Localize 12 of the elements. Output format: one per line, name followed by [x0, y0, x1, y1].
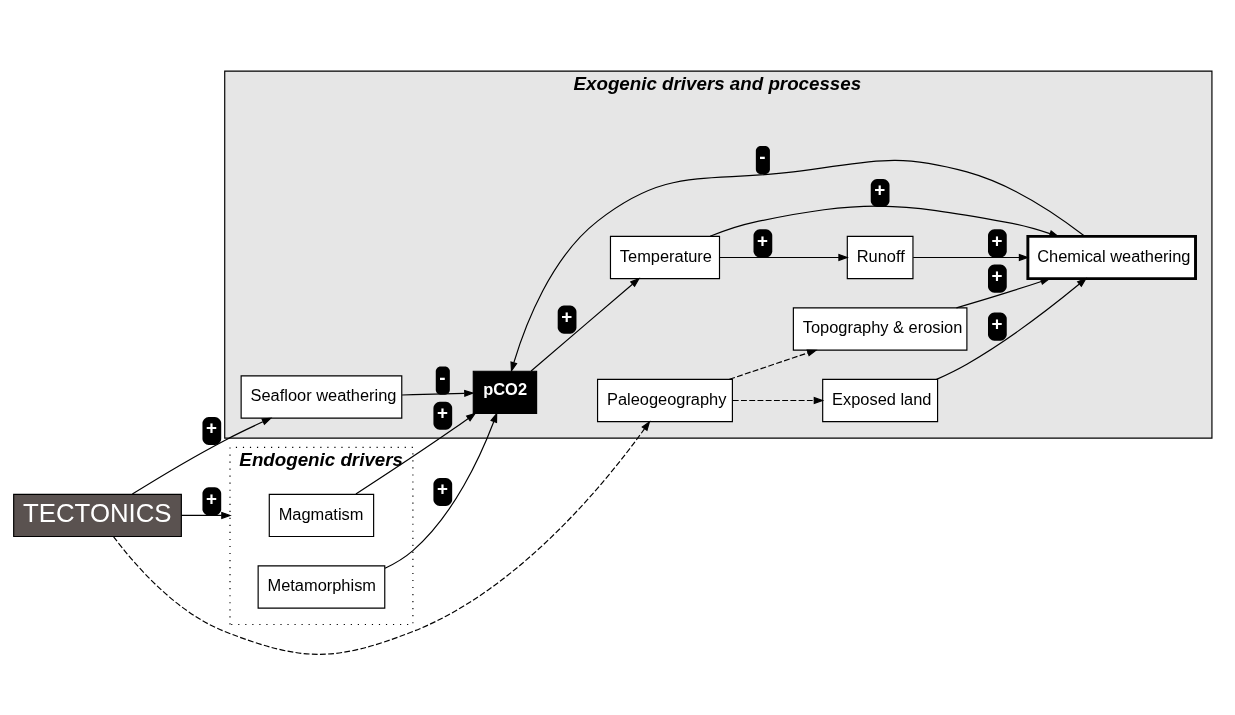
- edge-label: +: [436, 477, 448, 499]
- edge-label: +: [991, 264, 1003, 286]
- edge-label: -: [439, 366, 446, 388]
- edge-label: +: [561, 305, 573, 327]
- edge-label: +: [991, 312, 1003, 334]
- edge-label: -: [759, 145, 766, 167]
- edge-label: +: [436, 401, 448, 423]
- edge-label: +: [874, 178, 886, 200]
- edge-label: +: [757, 229, 768, 251]
- edge-label: +: [205, 416, 217, 438]
- edge-label: +: [205, 487, 217, 509]
- edge-label: +: [991, 229, 1003, 251]
